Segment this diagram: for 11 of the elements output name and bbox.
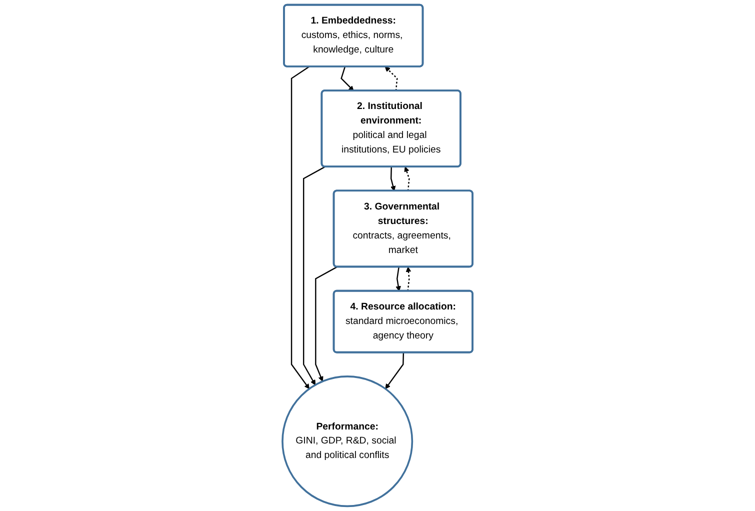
arrow: [385, 352, 404, 390]
arrow: [290, 66, 310, 390]
arrow: [340, 66, 354, 92]
node-circle: Performance: GINI, GDP, R&D, social and political conflits: [282, 376, 414, 508]
arrow: [396, 266, 401, 292]
arrow: [404, 166, 410, 191]
arrow: [406, 266, 412, 292]
arrow: [315, 266, 338, 382]
arrow: [303, 166, 326, 386]
arrow: [384, 66, 398, 91]
arrow: [390, 166, 396, 192]
